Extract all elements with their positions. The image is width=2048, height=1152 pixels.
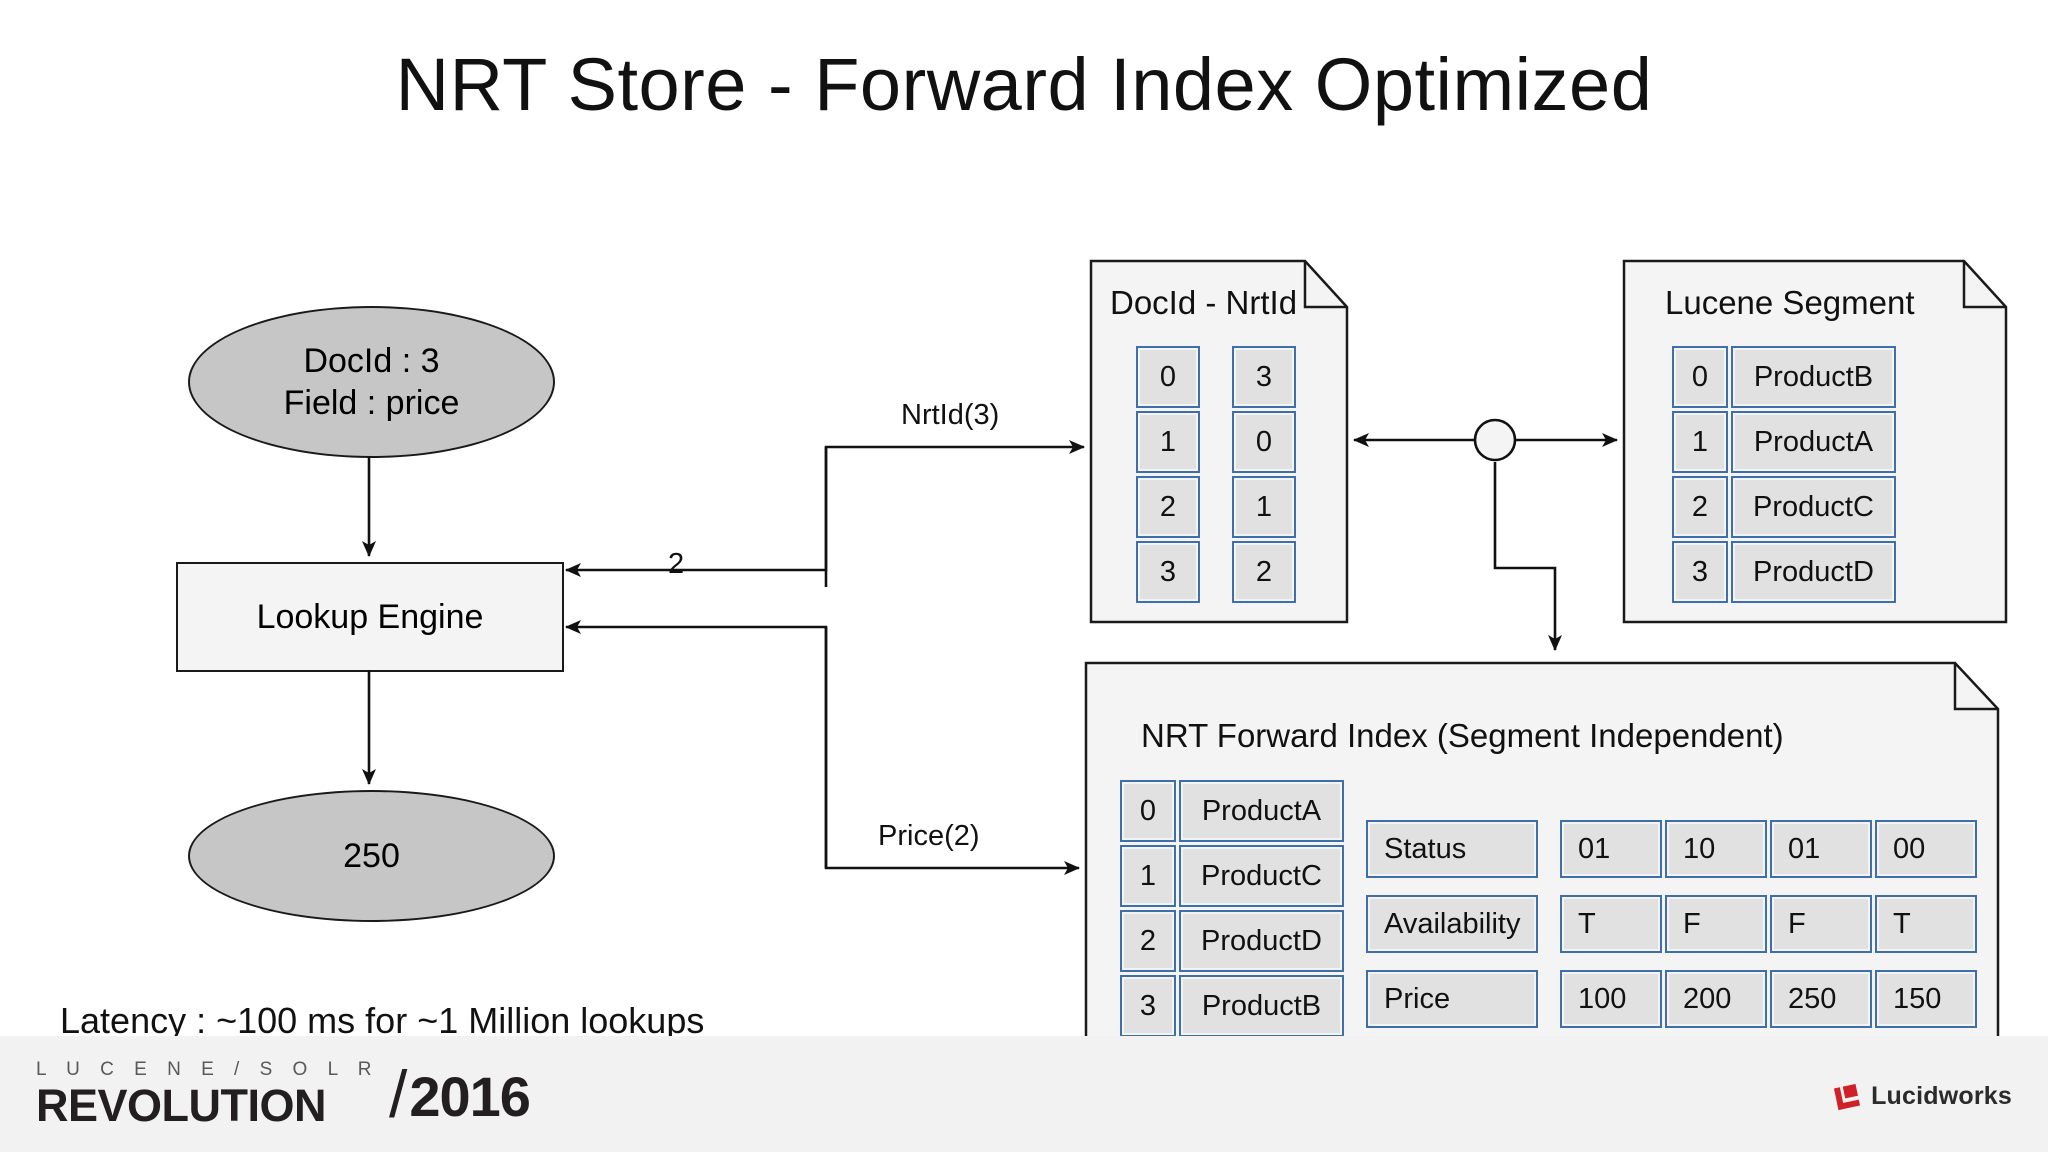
table-cell: 01 [1560,820,1662,878]
query-field-line: Field : price [283,384,460,422]
conference-logo-top: L U C E N E / S O L R [36,1059,379,1080]
edge-return-nrtid [565,447,828,577]
table-cell: 2 [1672,476,1728,538]
table-cell: 1 [1120,845,1176,907]
table-cell: 01 [1770,820,1872,878]
page-title: NRT Store - Forward Index Optimized [395,43,1653,126]
lookup-engine-box: Lookup Engine [176,562,564,672]
table-cell: 0 [1136,346,1200,408]
lucene-segment-title: Lucene Segment [1665,284,1915,321]
table-cell: 3 [1232,346,1296,408]
latency-note: Latency : ~100 ms for ~1 Million lookups [60,1000,705,1041]
table-cell: ProductA [1731,411,1896,473]
query-input-ellipse: DocId : 3 Field : price [188,306,555,458]
table-cell: ProductC [1731,476,1896,538]
conference-logo-main: REVOLUTION [36,1080,327,1131]
edge-label-price: Price(2) [878,820,980,852]
table-cell: 1 [1232,476,1296,538]
table-cell: ProductC [1179,845,1344,907]
result-ellipse: 250 [188,790,555,922]
table-cell: 00 [1875,820,1977,878]
edge-label-two: 2 [668,548,685,580]
table-cell: 0 [1232,411,1296,473]
query-docid-line: DocId : 3 [303,341,440,380]
table-cell: 2 [1136,476,1200,538]
table-cell: 10 [1665,820,1767,878]
edge-nrt-index-to-engine [565,620,828,868]
lookup-engine-label: Lookup Engine [256,597,484,636]
table-cell: ProductD [1731,541,1896,603]
table-cell: Price [1366,970,1538,1028]
lucidworks-mark-icon [1834,1083,1861,1110]
table-cell: Availability [1366,895,1538,953]
table-cell: Status [1366,820,1538,878]
table-cell: 3 [1120,975,1176,1037]
table-cell: 1 [1672,411,1728,473]
table-cell: 200 [1665,970,1767,1028]
edge-label-nrtid: NrtId(3) [901,399,1000,431]
table-cell: T [1560,895,1662,953]
table-cell: T [1875,895,1977,953]
table-cell: 0 [1120,780,1176,842]
table-cell: 2 [1120,910,1176,972]
table-cell: ProductD [1179,910,1344,972]
result-value: 250 [343,836,400,875]
conference-logo-slash: / [388,1057,408,1131]
table-cell: 1 [1136,411,1200,473]
docid-nrtid-note: DocId - NrtId [1089,259,1349,624]
table-cell: 3 [1672,541,1728,603]
docid-nrtid-title: DocId - NrtId [1110,284,1298,321]
table-cell: F [1665,895,1767,953]
nrt-forward-index-title: NRT Forward Index (Segment Independent) [1141,717,1784,754]
table-cell: ProductB [1731,346,1896,408]
table-cell: 0 [1672,346,1728,408]
table-cell: 150 [1875,970,1977,1028]
table-cell: 250 [1770,970,1872,1028]
edge-junction-to-nrt-index [1493,462,1562,651]
conference-logo-year: 2016 [409,1065,531,1128]
table-cell: 3 [1136,541,1200,603]
edge-engine-to-docid-nrtid [824,440,1085,587]
table-cell: ProductB [1179,975,1344,1037]
table-cell: 2 [1232,541,1296,603]
vendor-name: Lucidworks [1871,1082,2012,1110]
junction-node [1473,418,1517,462]
vendor-logo: Lucidworks [1834,1082,2012,1111]
table-cell: ProductA [1179,780,1344,842]
table-cell: F [1770,895,1872,953]
footer-bar [0,1036,2048,1152]
table-cell: 100 [1560,970,1662,1028]
conference-logo: L U C E N E / S O L R REVOLUTION / 2016 [36,1057,531,1131]
